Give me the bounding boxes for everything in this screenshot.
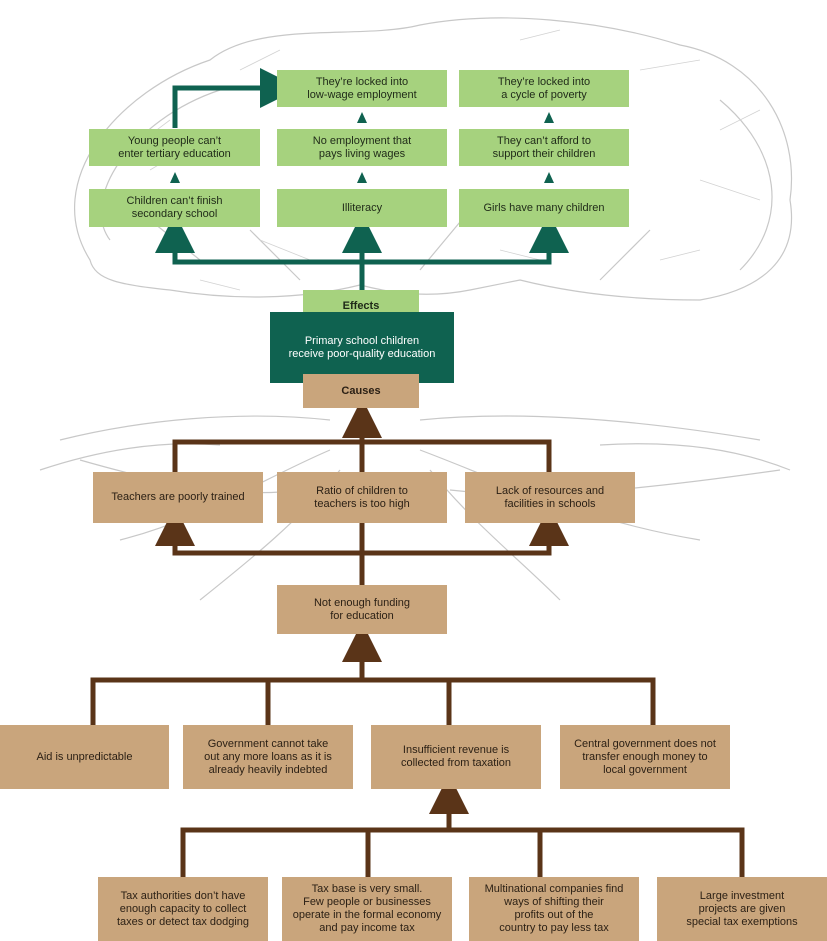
arrowhead-icon: [357, 112, 367, 123]
effect-illiteracy: Illiteracy: [277, 189, 447, 227]
cause-tax-authority-capacity: Tax authorities don’t have enough capaci…: [98, 877, 268, 941]
effect-cycle-of-poverty: They’re locked into a cycle of poverty: [459, 70, 629, 107]
arrowhead-icon: [544, 172, 554, 183]
causes-label: Causes: [303, 374, 419, 408]
effect-cannot-support-children: They can’t afford to support their child…: [459, 129, 629, 166]
cause-central-transfer: Central government does not transfer eno…: [560, 725, 730, 789]
cause-lack-of-resources: Lack of resources and facilities in scho…: [465, 472, 635, 523]
cause-teacher-ratio: Ratio of children to teachers is too hig…: [277, 472, 447, 523]
cause-not-enough-funding: Not enough funding for education: [277, 585, 447, 634]
effect-girls-many-children: Girls have many children: [459, 189, 629, 227]
arrowhead-icon: [170, 172, 180, 183]
cause-insufficient-revenue: Insufficient revenue is collected from t…: [371, 725, 541, 789]
core-problem: Primary school children receive poor-qua…: [270, 312, 454, 383]
arrowhead-icon: [544, 112, 554, 123]
cause-aid-unpredictable: Aid is unpredictable: [0, 725, 169, 789]
effect-low-wage-employment: They’re locked into low-wage employment: [277, 70, 447, 107]
effect-cannot-finish-secondary: Children can’t finish secondary school: [89, 189, 260, 227]
cause-small-tax-base: Tax base is very small. Few people or bu…: [282, 877, 452, 941]
cause-profit-shifting: Multinational companies find ways of shi…: [469, 877, 639, 941]
cause-teachers-poorly-trained: Teachers are poorly trained: [93, 472, 263, 523]
cause-tax-exemptions: Large investment projects are given spec…: [657, 877, 827, 941]
cause-government-indebted: Government cannot take out any more loan…: [183, 725, 353, 789]
effect-no-tertiary-education: Young people can’t enter tertiary educat…: [89, 129, 260, 166]
effect-no-living-wage: No employment that pays living wages: [277, 129, 447, 166]
arrowhead-icon: [357, 172, 367, 183]
